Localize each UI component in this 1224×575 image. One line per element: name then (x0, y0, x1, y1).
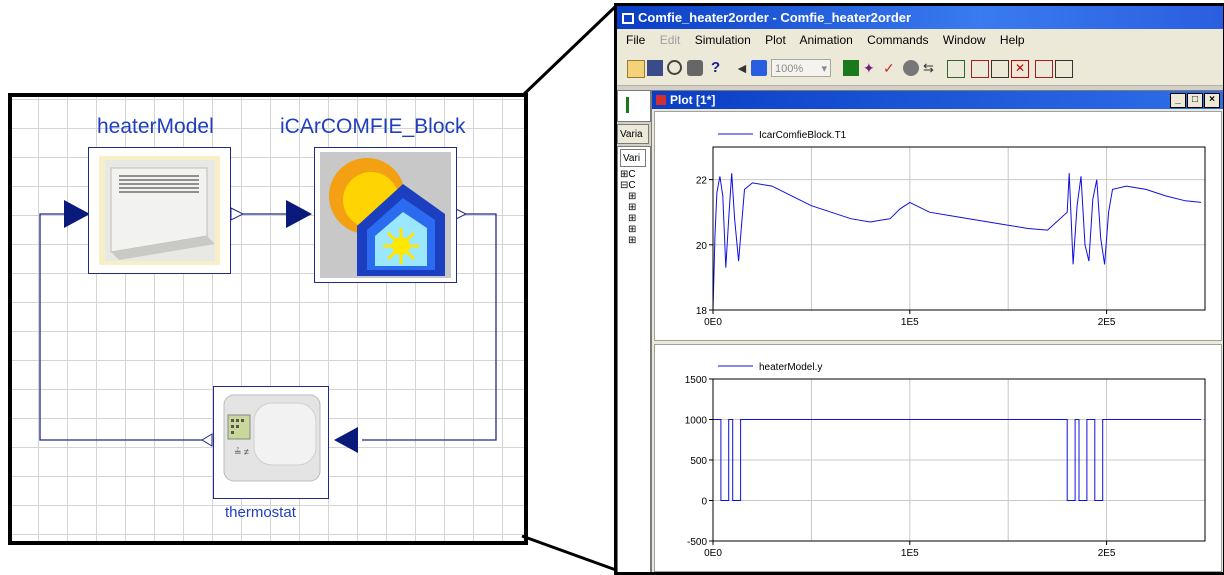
heater-output-port (230, 207, 245, 221)
app-icon (622, 13, 634, 24)
menu-bar: File Edit Simulation Plot Animation Comm… (617, 29, 1223, 51)
close-button[interactable]: × (1204, 93, 1220, 108)
icar-comfie-block-title: iCArCOMFIE_Block (280, 115, 466, 138)
legend-label: heaterModel.y (759, 362, 822, 373)
zoom-value: 100% (775, 63, 804, 75)
variable-browser: Vari ⊞C ⊟C ⊞⊞⊞⊞⊞ (617, 146, 651, 572)
plot-frame (712, 146, 1206, 311)
heater-model-block[interactable] (88, 147, 231, 274)
side-toolbar-stub (617, 90, 651, 122)
thermostat-icon: ≟ ≠ (223, 394, 321, 482)
x-tick-label: 1E5 (901, 317, 919, 328)
save-icon[interactable] (647, 60, 663, 76)
thermostat-output-port (201, 433, 213, 447)
menu-plot[interactable]: Plot (765, 33, 786, 47)
menu-simulation[interactable]: Simulation (694, 33, 751, 47)
open-folder-icon[interactable] (627, 60, 645, 78)
menu-file[interactable]: File (626, 33, 646, 47)
plot-layout-icon[interactable] (991, 60, 1009, 78)
x-tick-label: 2E5 (1098, 548, 1116, 559)
stop-icon[interactable] (903, 60, 919, 76)
model-diagram-canvas[interactable]: heaterModel iCArCOMFIE_Block (8, 93, 528, 545)
plot-variable-icon[interactable]: ✦ (863, 60, 875, 76)
y-tick-label: 20 (696, 241, 708, 252)
plot-window-icon (656, 95, 666, 105)
series-line (713, 419, 1202, 501)
menu-edit[interactable]: Edit (659, 33, 681, 47)
linearize-icon[interactable]: ⇆ (923, 60, 934, 75)
zoom-combo[interactable]: 100% ▾ (771, 59, 831, 77)
tree-item[interactable]: ⊟C (620, 180, 636, 191)
y-tick-label: 500 (690, 456, 707, 467)
toolbar: ? ◄ 100% ▾ ✦ ✓ ⇆ ✕ (617, 51, 1223, 86)
table-window-icon[interactable] (1055, 60, 1073, 78)
house-sun-icon (320, 152, 451, 278)
menu-window[interactable]: Window (942, 33, 986, 47)
x-tick-label: 2E5 (1098, 317, 1116, 328)
thermostat-title: thermostat (225, 504, 296, 521)
legend-label: IcarComfieBlock.T1 (759, 130, 847, 141)
heater-input-arrow (64, 200, 90, 228)
check-icon[interactable]: ✓ (883, 60, 895, 76)
erase-curves-icon[interactable]: ✕ (1011, 60, 1029, 78)
connection-lines (39, 200, 497, 453)
radiator-icon (99, 156, 220, 265)
plot-window-title: Plot [1*] (670, 93, 716, 107)
menu-animation[interactable]: Animation (799, 33, 853, 47)
y-tick-label: 18 (696, 306, 708, 317)
heater-output-chart: 0E0 1E5 2E5 -500 0 500 1000 1500 heaterModel.y (685, 362, 1206, 559)
menu-help[interactable]: Help (999, 33, 1025, 47)
page-icon[interactable] (751, 60, 767, 76)
connection-thermostat-to-heater (39, 213, 208, 441)
help-pointer-icon[interactable]: ? (711, 59, 721, 76)
y-tick-label: 1500 (685, 375, 708, 386)
plot-window-icon[interactable] (1035, 60, 1053, 78)
x-tick-label: 1E5 (901, 548, 919, 559)
x-tick-label: 0E0 (704, 548, 722, 559)
series-line (712, 173, 1202, 311)
new-plot-icon[interactable] (971, 60, 989, 78)
run-marker-icon (626, 97, 629, 113)
minimize-button[interactable]: _ (1170, 93, 1186, 108)
chevron-down-icon: ▾ (821, 63, 827, 75)
simulate-icon[interactable] (843, 60, 859, 76)
plot-area (712, 146, 1206, 311)
svg-text:≟ ≠: ≟ ≠ (234, 447, 249, 457)
print-icon[interactable] (687, 60, 703, 76)
plot-frame (712, 378, 1206, 542)
maximize-button[interactable]: □ (1187, 93, 1203, 108)
x-tick-label: 0E0 (704, 317, 722, 328)
plot-window: Plot [1*] _ □ × 0E0 1E5 2E5 18 20 22 IcarComfi… (651, 90, 1223, 572)
y-tick-label: 0 (701, 497, 707, 508)
thermostat-block[interactable]: ≟ ≠ (213, 386, 329, 499)
plot-window-title-bar[interactable]: Plot [1*] _ □ × (652, 91, 1223, 109)
tree-subitems[interactable]: ⊞⊞⊞⊞⊞ (628, 191, 637, 246)
temperature-chart: 0E0 1E5 2E5 18 20 22 IcarComfieBlock.T1 (696, 130, 1206, 328)
window-title-bar[interactable]: Comfie_heater2order - Comfie_heater2orde… (617, 6, 1223, 29)
tree-item[interactable]: ⊞C (620, 169, 636, 180)
connection-block-to-thermostat (362, 213, 497, 441)
icar-comfie-block[interactable] (314, 147, 457, 283)
bottom-plot-pane[interactable]: 0E0 1E5 2E5 -500 0 500 1000 1500 heaterModel.y (654, 344, 1222, 572)
block-input-arrow (286, 200, 312, 228)
y-tick-label: -500 (687, 537, 707, 548)
back-arrow-icon[interactable]: ◄ (735, 60, 749, 76)
y-tick-label: 1000 (685, 416, 708, 427)
thermostat-input-arrow (334, 427, 358, 453)
window-title: Comfie_heater2order - Comfie_heater2orde… (638, 10, 912, 25)
search-icon[interactable] (667, 60, 682, 75)
top-plot-pane[interactable]: 0E0 1E5 2E5 18 20 22 IcarComfieBlock.T1 (654, 111, 1222, 341)
variables-subtab[interactable]: Vari (620, 149, 646, 167)
3d-view-icon[interactable] (947, 60, 965, 78)
y-tick-label: 22 (696, 176, 708, 187)
menu-commands[interactable]: Commands (867, 33, 929, 47)
variables-tab[interactable]: Varia (617, 124, 649, 144)
heater-model-title: heaterModel (97, 115, 214, 138)
dymola-window: Comfie_heater2order - Comfie_heater2orde… (614, 3, 1224, 575)
